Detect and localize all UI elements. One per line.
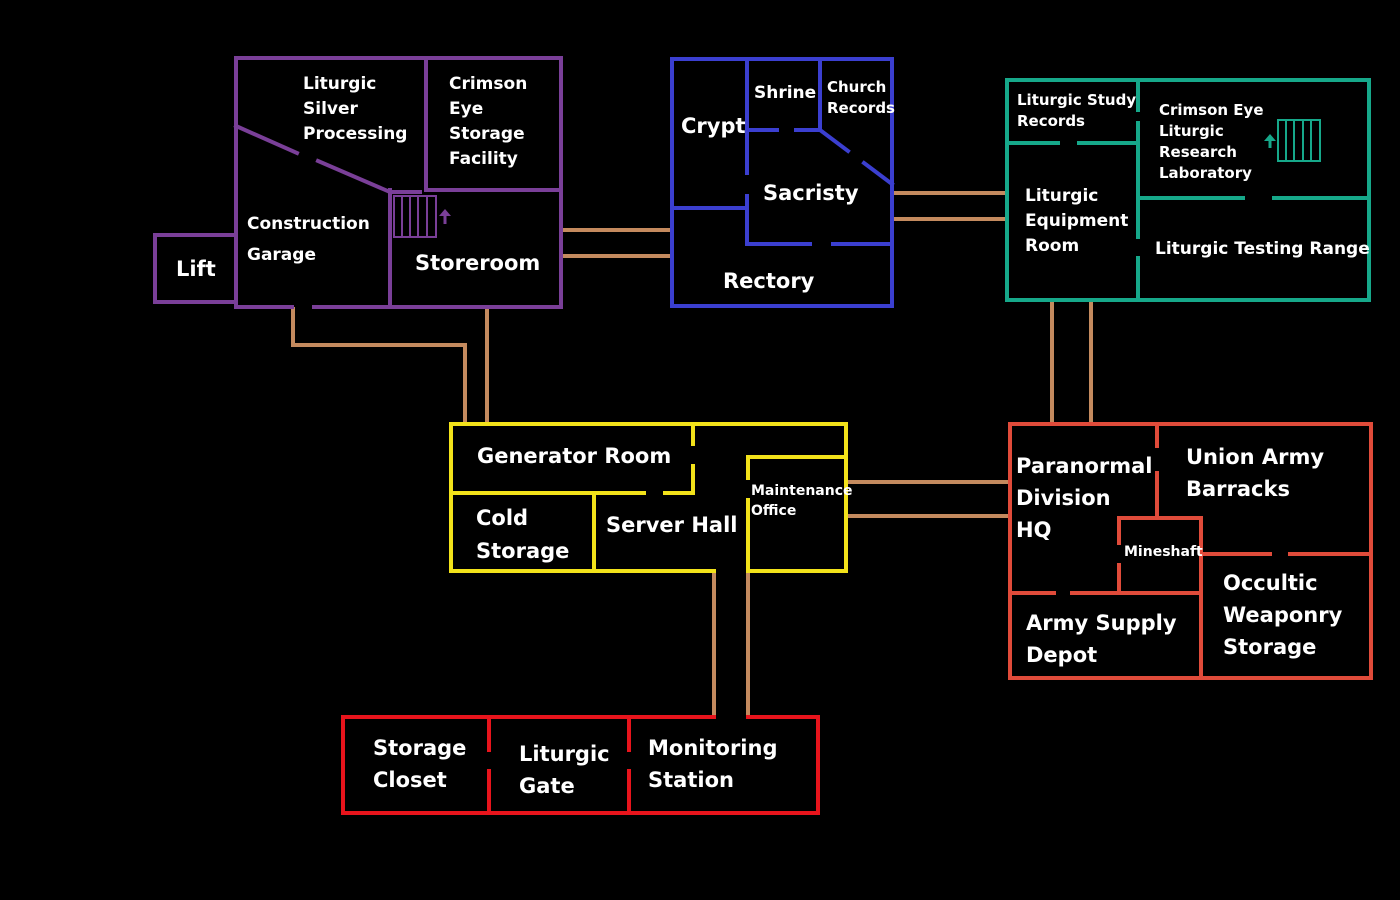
room-label-sacristy: Sacristy (763, 181, 859, 205)
purple-diag-2 (315, 158, 393, 195)
corridors (291, 191, 1093, 717)
purple-wing (153, 56, 563, 309)
orange-outer (1008, 422, 1373, 680)
room-label-generator-room: Generator Room (477, 444, 671, 468)
blue-wing (670, 57, 895, 308)
corridor-garage-generator (291, 307, 467, 424)
yellow-wing (449, 422, 848, 573)
room-label-shrine: Shrine (754, 83, 816, 103)
purple-diag-1 (233, 123, 300, 156)
room-label-lift: Lift (176, 257, 216, 281)
teal-outer (1005, 78, 1371, 302)
blue-diag-1 (817, 127, 851, 154)
room-label-liturgic-testing-range: Liturgic Testing Range (1155, 239, 1370, 259)
room-label-rectory: Rectory (723, 269, 815, 293)
yellow-outer-left (449, 422, 716, 573)
room-label-crypt: Crypt (681, 114, 746, 138)
teal-stairs-icon (1264, 119, 1321, 162)
teal-wing (1005, 78, 1371, 302)
room-label-server-hall: Server Hall (606, 513, 737, 537)
purple-stairs-icon (393, 195, 451, 238)
room-label-storeroom: Storeroom (415, 251, 540, 275)
blue-diag-2 (861, 160, 895, 187)
lift-walls (153, 233, 238, 304)
orange-wing (1008, 422, 1373, 680)
room-label-mineshaft: Mineshaft (1124, 544, 1203, 560)
red-wing (341, 715, 820, 815)
red-outer-left (341, 715, 820, 815)
